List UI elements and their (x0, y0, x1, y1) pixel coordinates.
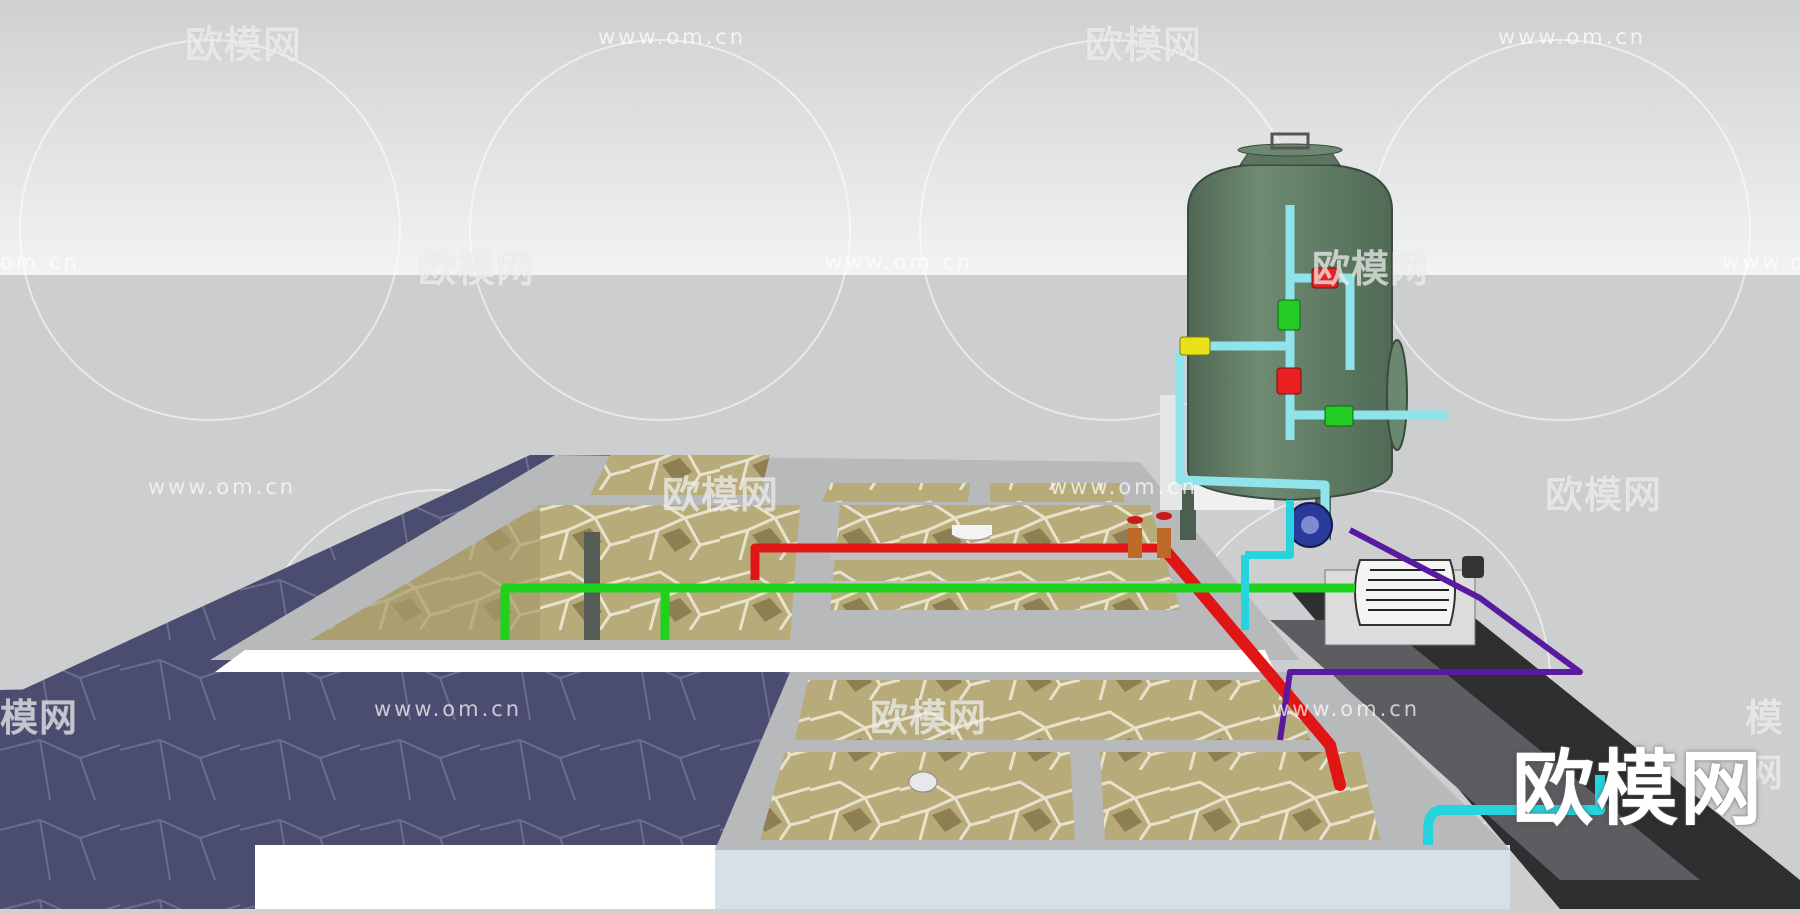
watermark-logo: 欧模网 (1545, 473, 1663, 517)
valve-green-2 (1324, 405, 1354, 427)
pool-front-3 (1100, 752, 1380, 840)
watermark-url: www.om.cn (1272, 697, 1421, 721)
tank-manhole (1386, 339, 1408, 451)
valve-yellow (1179, 336, 1211, 356)
watermark-logo: 模网 (0, 696, 79, 740)
pipe-purple (1277, 527, 1583, 741)
pool-left-wall (310, 505, 540, 640)
watermark-url: www.om.cn (598, 25, 747, 49)
pool-front-1 (795, 680, 1310, 740)
gate-valves (1127, 512, 1172, 558)
base-wall-left (255, 845, 715, 909)
motor-fan (1462, 556, 1484, 578)
watermark-logo: 欧模网 (418, 247, 536, 291)
watermark-logo: 欧模网 (1312, 247, 1430, 291)
tank-handle (1270, 132, 1310, 150)
base-wall-right (715, 845, 1510, 909)
pool-back-2 (822, 483, 970, 502)
watermark-logo: 模网 (1745, 696, 1785, 795)
valve-red-mid (1276, 367, 1302, 395)
pool-back-3 (990, 483, 1125, 502)
motor (1354, 559, 1456, 626)
pool-rim (215, 650, 1275, 672)
watermark-logo: 欧模网 (870, 696, 988, 740)
watermark-url: www.om.cn (1722, 250, 1800, 274)
pipe-cyan-outlet (1423, 775, 1605, 845)
watermark-url: www.om.cn (1498, 25, 1647, 49)
watermark-url: www.om.cn (825, 250, 974, 274)
watermark-url: www.om.cn (374, 697, 523, 721)
pipe-red-lower (1159, 544, 1346, 791)
brand-logo: 欧模网 (1512, 742, 1765, 837)
watermark-logo: 欧模网 (662, 473, 780, 517)
valve-green-1 (1277, 299, 1301, 331)
watermark-url: www.om.cn (1050, 475, 1199, 499)
sky (0, 0, 1800, 275)
watermark-logo: 欧模网 (185, 23, 303, 67)
pipe-cyan-pump (1241, 500, 1294, 630)
deck-front (0, 672, 800, 845)
watermark-url: www.om.cn (148, 475, 297, 499)
pool-back-1 (590, 455, 770, 495)
pipe-green (500, 583, 1355, 640)
watermark-logo: 欧模网 (1085, 23, 1203, 67)
valve-red-top (1311, 267, 1339, 289)
pipe-red-upper (750, 543, 1170, 580)
watermark-url: om.cn (0, 250, 80, 274)
pool-front-2 (760, 752, 1075, 840)
